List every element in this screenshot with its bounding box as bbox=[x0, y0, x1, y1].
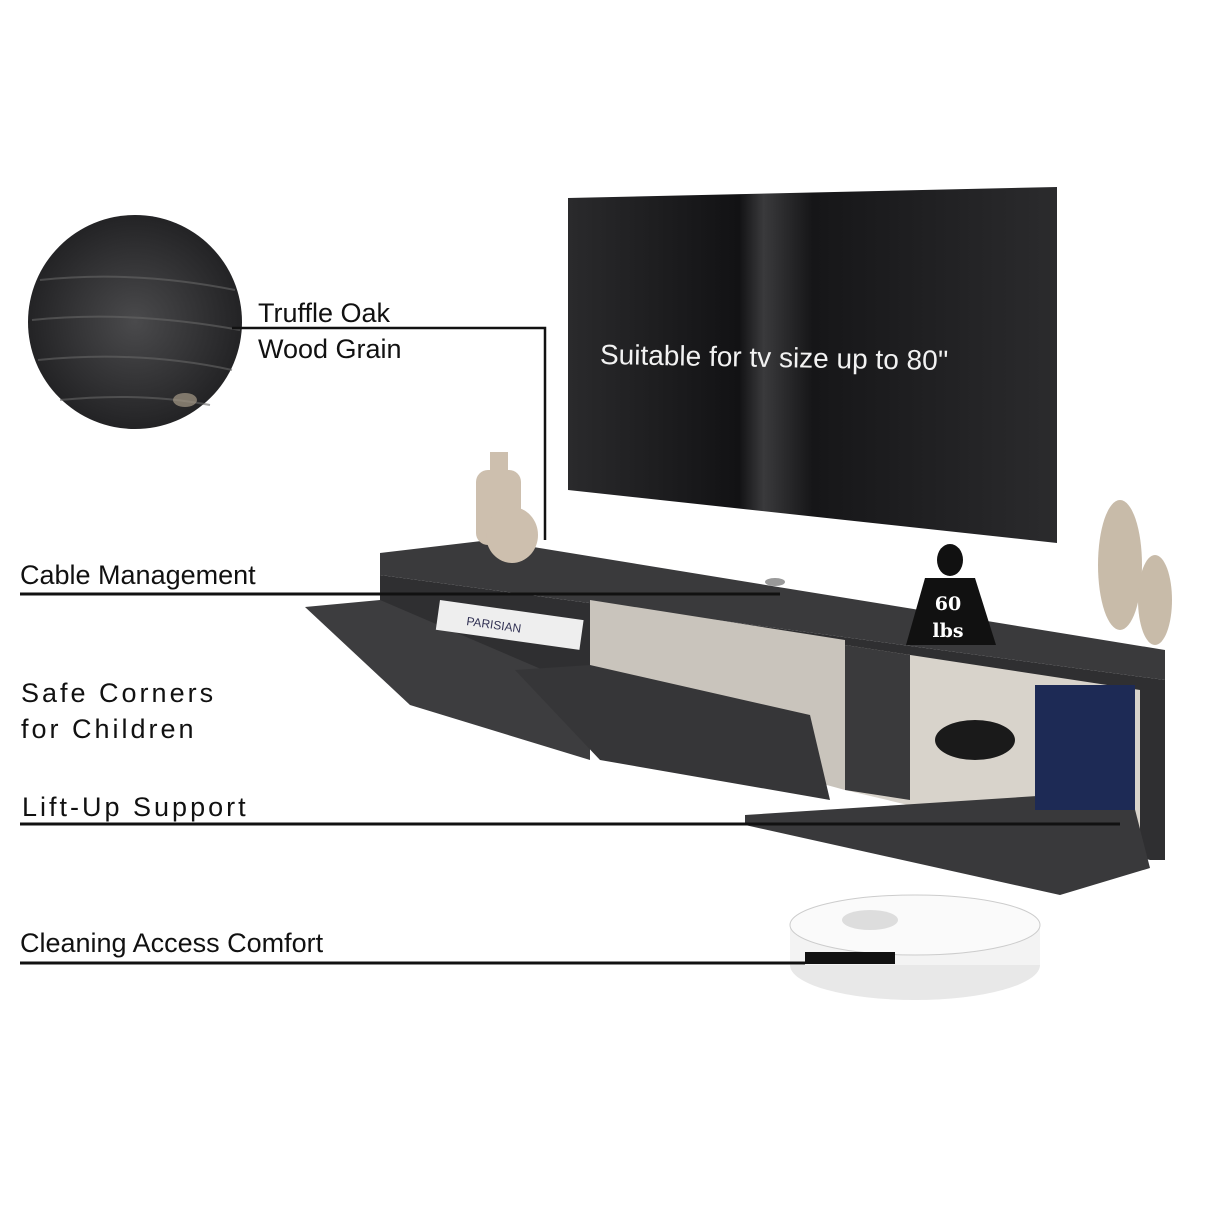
tv-screen bbox=[568, 187, 1057, 543]
weight-value: 60 bbox=[935, 593, 961, 615]
cleaning-access-label: Cleaning Access Comfort bbox=[20, 928, 324, 958]
wood-grain-swatch bbox=[28, 215, 242, 429]
weight-unit: lbs bbox=[932, 620, 963, 642]
cable-management-label: Cable Management bbox=[20, 560, 256, 590]
safe-corners-label-line1: Safe Corners bbox=[21, 678, 217, 708]
wood-label-line1: Truffle Oak bbox=[258, 298, 391, 328]
safe-corners-label-line2: for Children bbox=[21, 714, 197, 744]
leader-lines bbox=[20, 326, 1120, 965]
weight-badge: 60 lbs bbox=[906, 544, 996, 645]
tv-size-caption: Suitable for tv size up to 80'' bbox=[599, 338, 949, 377]
vase-decor-right bbox=[1098, 500, 1172, 645]
robot-vacuum bbox=[789, 894, 1041, 1000]
vase-decor-left bbox=[476, 452, 538, 563]
lift-up-support-label: Lift-Up Support bbox=[22, 792, 249, 822]
wood-label-line2: Wood Grain bbox=[258, 334, 402, 364]
